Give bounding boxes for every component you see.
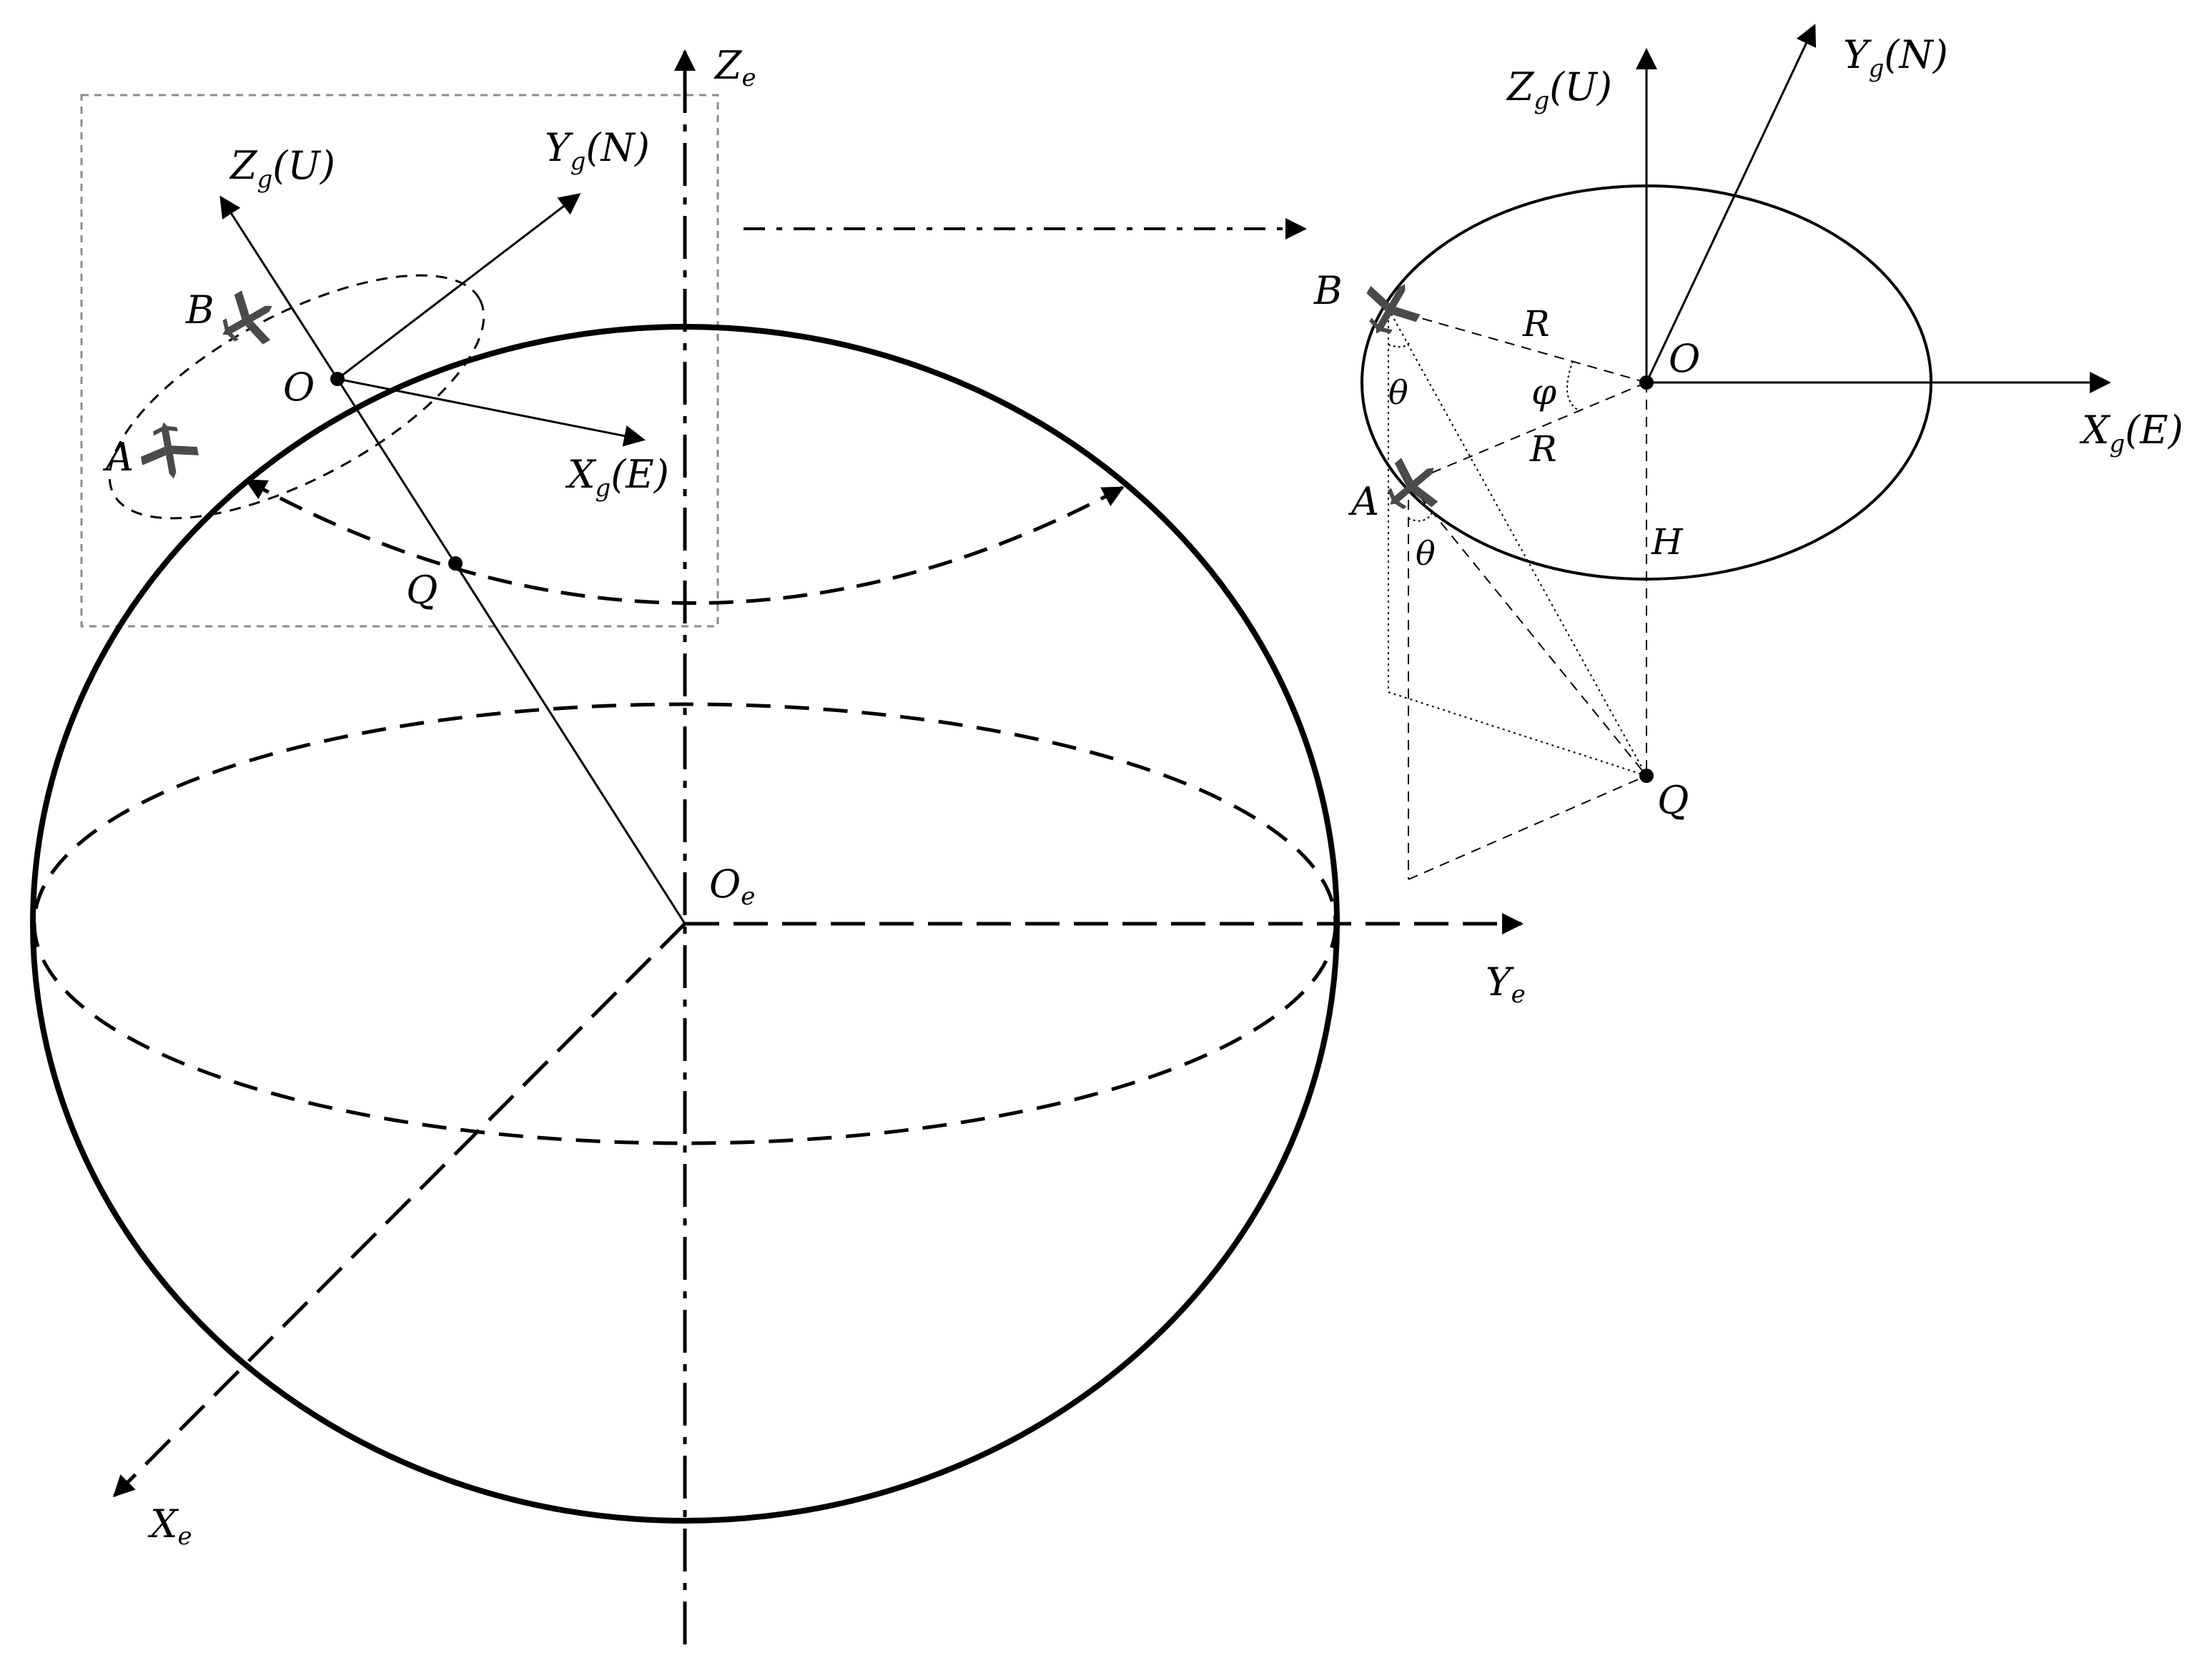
label-angle-theta-b: θ	[1388, 373, 1408, 412]
earth-x-axis	[112, 922, 686, 1498]
airplane-icon	[135, 417, 202, 484]
label-earth-x: Xe	[147, 1501, 192, 1551]
label-point-a-right: A	[1348, 479, 1379, 524]
label-point-q-left: Q	[406, 568, 438, 613]
local-y-axis-right	[1645, 24, 1817, 383]
angle-theta-b-arc	[1388, 341, 1411, 348]
radial-line	[336, 378, 686, 924]
label-local-x-right: Xg(E)	[2079, 408, 2183, 458]
radius-ob	[1388, 308, 1647, 383]
label-point-b-left: B	[185, 287, 214, 332]
label-local-y-left: Yg(N)	[545, 125, 650, 176]
label-point-o-left: O	[283, 365, 315, 410]
label-local-x-left: Xg(E)	[565, 452, 669, 503]
label-local-y-right: Yg(N)	[1843, 32, 1948, 83]
point-o-right	[1639, 375, 1654, 390]
angle-theta-a-arc	[1408, 512, 1433, 522]
point-q-left	[448, 556, 463, 571]
label-earth-z: Ze	[714, 43, 756, 92]
earth-sphere-view: Ze Ye Xe Oe Zg(U) Yg(N) Xg(E) O Q B A	[30, 43, 1526, 1644]
label-radius-ob: R	[1522, 303, 1550, 345]
radius-oa	[1408, 382, 1647, 483]
point-q-right	[1639, 769, 1654, 783]
label-local-z-right: Zg(U)	[1506, 64, 1612, 115]
local-y-axis-left	[337, 193, 581, 380]
label-point-o-right: O	[1669, 336, 1700, 381]
angle-phi-arc	[1566, 360, 1581, 412]
rotation-arc	[245, 478, 1125, 606]
a-slant-to-q	[1408, 482, 1647, 776]
label-earth-origin: Oe	[709, 862, 755, 911]
label-height-h: H	[1651, 521, 1684, 563]
local-x-axis-left	[337, 378, 646, 447]
label-earth-y: Ye	[1486, 959, 1526, 1009]
label-point-b-right: B	[1313, 268, 1343, 313]
flight-circle-left	[108, 274, 485, 520]
point-o-left	[330, 372, 345, 386]
label-angle-theta-a: θ	[1416, 534, 1436, 573]
label-point-q-right: Q	[1657, 778, 1689, 823]
local-z-axis-left	[219, 195, 339, 380]
a-projection-to-q	[1408, 775, 1647, 880]
label-radius-oa: R	[1529, 428, 1557, 470]
label-angle-phi: φ	[1531, 371, 1556, 413]
local-geometry-view: Zg(U) Yg(N) Xg(E) O Q B A R R φ θ θ H	[1313, 24, 2183, 880]
airplane-icon	[1351, 270, 1430, 348]
label-point-a-left: A	[102, 435, 134, 480]
label-local-z-left: Zg(U)	[229, 143, 335, 194]
inset-frame	[80, 94, 719, 628]
